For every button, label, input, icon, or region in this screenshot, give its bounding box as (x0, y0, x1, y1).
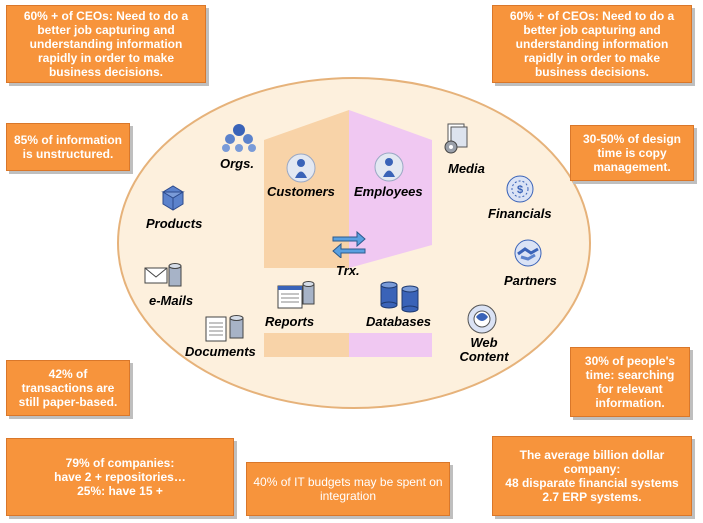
callout-ceo-right: 60% + of CEOs: Need to do a better job c… (492, 5, 692, 83)
product-box-icon (161, 185, 185, 211)
org-chart-icon (222, 124, 256, 152)
svg-text:$: $ (517, 184, 523, 196)
document-database-icon (205, 315, 244, 342)
label-databases: Databases (366, 314, 432, 329)
label-customers: Customers (267, 184, 335, 199)
label-trx: Trx. (336, 263, 360, 278)
label-orgs: Orgs. (220, 156, 254, 171)
employees-panel-base (349, 333, 432, 357)
customers-panel (264, 110, 349, 268)
customers-person-icon (286, 153, 316, 183)
employees-panel (349, 110, 432, 268)
label-documents: Documents (185, 344, 256, 359)
callout-searching: 30% of people's time: searching for rele… (570, 347, 690, 417)
label-employees: Employees (354, 184, 423, 199)
media-icon (444, 123, 468, 154)
callout-it-budgets: 40% of IT budgets may be spent on integr… (246, 462, 450, 516)
label-emails: e-Mails (149, 293, 194, 308)
globe-icon (467, 304, 497, 334)
financials-icon: $ (506, 175, 534, 203)
label-products: Products (146, 216, 203, 231)
callout-paper-based: 42% of transactions are still paper-base… (6, 360, 130, 416)
label-web-content: Web Content (459, 335, 509, 364)
employees-person-icon (374, 152, 404, 182)
callout-repositories: 79% of companies: have 2 + repositories…… (6, 438, 234, 516)
callout-design-time: 30-50% of design time is copy management… (570, 125, 694, 181)
callout-ceo-left: 60% + of CEOs: Need to do a better job c… (6, 5, 206, 83)
callout-billion-dollar: The average billion dollar company: 48 d… (492, 436, 692, 516)
handshake-icon (514, 239, 542, 267)
database-cylinders-icon (380, 281, 419, 313)
label-media: Media (448, 161, 485, 176)
report-database-icon (277, 281, 315, 309)
email-database-icon (144, 263, 182, 287)
exchange-arrows-icon (332, 230, 366, 258)
customers-panel-base (264, 333, 349, 357)
callout-unstructured: 85% of information is unstructured. (6, 123, 130, 171)
label-partners: Partners (504, 273, 557, 288)
label-financials: Financials (488, 206, 552, 221)
label-reports: Reports (265, 314, 315, 329)
